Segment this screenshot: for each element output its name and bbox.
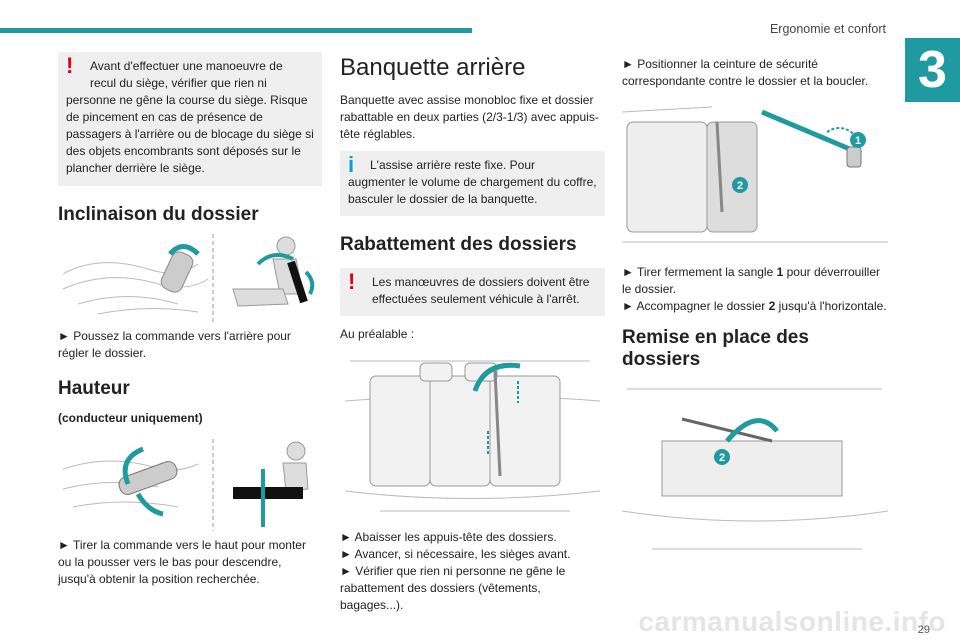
backrest-release-illustration: 1 2	[622, 106, 888, 243]
step-accompany-ref: 2	[768, 299, 776, 313]
rear-seat-illustration	[344, 360, 601, 512]
bench-description: Banquette avec assise monobloc fixe et d…	[340, 93, 599, 141]
info-icon: i	[348, 152, 355, 177]
height-instruction: ► Tirer la commande vers le haut pour mo…	[58, 538, 306, 586]
info-note-bench: i L'assise arrière reste fixe. Pour augm…	[340, 151, 605, 216]
column-3: ► Positionner la ceinture de sécurité co…	[622, 52, 888, 557]
step-accompany-text-a: ► Accompagner le dossier	[622, 299, 769, 313]
warning-icon-2: !	[348, 269, 356, 294]
warning2-line1: Les manœuvres de dossiers doivent être	[372, 275, 590, 289]
step-accompany-text-b: jusqu'à l'horizontale.	[775, 299, 887, 313]
recline-illustration	[62, 234, 315, 322]
info-text-line1: L'assise arrière reste fixe. Pour	[370, 158, 536, 172]
beforehand-label: Au préalable :	[340, 327, 415, 341]
column-2: Banquette arrière Banquette avec assise …	[340, 52, 605, 614]
badge-1-circle	[850, 132, 866, 148]
chapter-number: 3	[905, 38, 960, 102]
step-pull-text-a: ► Tirer fermement la sangle	[622, 265, 777, 279]
warning2-text: effectuées seulement véhicule à l'arrêt.	[372, 292, 580, 306]
badge-1: 1	[855, 135, 861, 147]
section-title: Ergonomie et confort	[769, 22, 886, 36]
step-pull-ref: 1	[776, 265, 784, 279]
watermark: carmanualsonline.info	[638, 606, 946, 637]
warning-text-line1: Avant d'effectuer une manoeuvre de	[90, 59, 283, 73]
heading-reset: Remise en place des dossiers	[622, 327, 809, 370]
warning-icon: !	[66, 53, 74, 78]
column-1: ! Avant d'effectuer une manoeuvre de rec…	[58, 52, 322, 588]
warning-text: recul du siège, vérifier que rien ni per…	[66, 76, 314, 175]
heading-height: Hauteur	[58, 378, 130, 399]
top-accent-bar	[0, 28, 472, 33]
badge-2: 2	[737, 180, 743, 192]
height-subtitle: (conducteur uniquement)	[58, 411, 203, 425]
heading-rear-bench: Banquette arrière	[340, 54, 526, 81]
page-number: 29	[917, 624, 930, 636]
step-check: ► Vérifier que rien ni personne ne gêne …	[340, 564, 566, 612]
info-text: augmenter le volume de chargement du cof…	[348, 175, 597, 206]
step-pull-text-b: pour déverrouiller le dossier.	[622, 265, 881, 296]
warning-note-reverse: ! Avant d'effectuer une manoeuvre de rec…	[58, 52, 322, 186]
recline-instruction: ► Poussez la commande vers l'arrière pou…	[58, 329, 291, 360]
badge-2-circle	[732, 177, 748, 193]
step-pull-strap: ► Tirer fermement la sangle 1 pour déver…	[622, 264, 888, 298]
backrest-reset-illustration: 2	[622, 388, 888, 550]
step-front-seats: ► Avancer, si nécessaire, les sièges ava…	[340, 547, 571, 561]
heading-recline: Inclinaison du dossier	[58, 204, 259, 225]
step-headrests: ► Abaisser les appuis-tête des dossiers.	[340, 530, 557, 544]
badge-3: 2	[719, 452, 725, 464]
badge-3-circle	[714, 449, 730, 465]
heading-folding: Rabattement des dossiers	[340, 234, 577, 255]
step-accompany: ► Accompagner le dossier 2 jusqu'à l'hor…	[622, 298, 888, 315]
step-belt: ► Positionner la ceinture de sécurité co…	[622, 57, 869, 88]
warning-note-folding: ! Les manœuvres de dossiers doivent être…	[340, 268, 605, 316]
height-illustration	[62, 439, 309, 531]
